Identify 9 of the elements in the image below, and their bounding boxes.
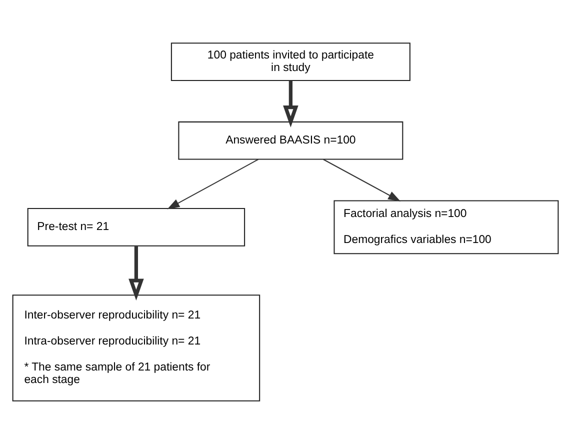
node-box: Factorial analysis n=100 Demografics variables n=100 <box>334 200 559 254</box>
arrow <box>323 158 401 202</box>
node-box: Answered BAASIS n=100 <box>178 121 404 160</box>
node-box: Pre-test n= 21 <box>27 208 246 246</box>
arrow <box>128 246 144 301</box>
node-box: 100 patients invited to participate in study <box>170 42 410 81</box>
node-box: Inter-observer reproducibility n= 21 Intra-observer reproducibility n= 21 * The same sample of 21 patients for each stage <box>12 294 260 402</box>
arrow <box>167 158 259 210</box>
arrow <box>283 80 298 128</box>
